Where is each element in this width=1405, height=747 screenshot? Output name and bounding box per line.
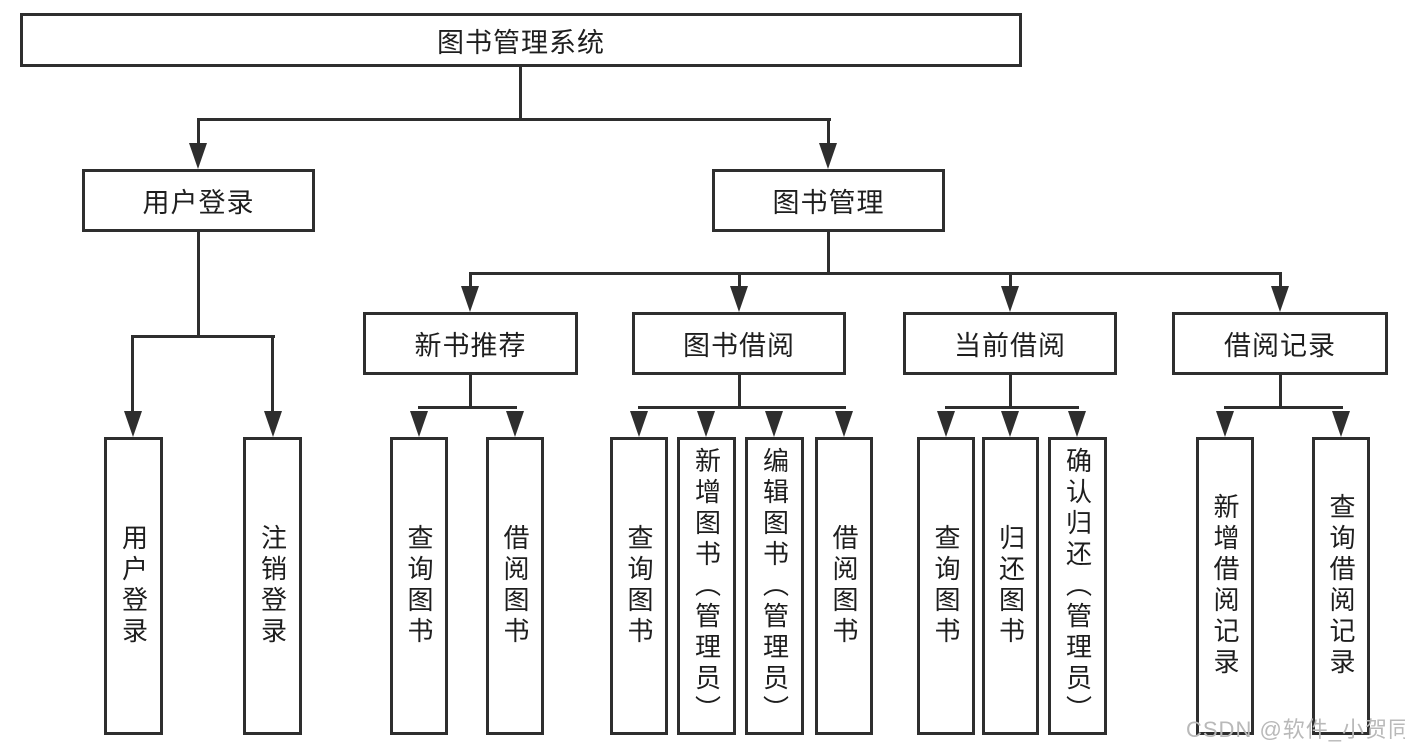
node-user-login: 用户登录 [82,169,315,232]
node-label: 图书管理系统 [437,27,605,58]
arrowhead-down [1271,286,1289,312]
node-edit-books-admin: 编辑图书（管理员） [745,437,804,735]
node-label: 新增图书（管理员） [691,446,722,726]
node-label: 归还图书 [995,524,1026,648]
connector-branch [1224,406,1343,409]
node-query-books-current: 查询图书 [917,437,975,735]
node-book-management: 图书管理 [712,169,945,232]
connector-level2-branch [197,118,831,121]
node-confirm-return-admin: 确认归还（管理员） [1048,437,1107,735]
connector-user-login-branch [132,335,275,338]
node-current-borrowing: 当前借阅 [903,312,1117,375]
node-label: 借阅记录 [1224,331,1336,361]
connector-level3-branch [469,272,1281,275]
connector-stem [197,118,200,145]
node-label: 查询借阅记录 [1326,493,1356,679]
arrowhead-down [1068,411,1086,437]
connector-stem [738,272,741,288]
node-query-borrow-record: 查询借阅记录 [1312,437,1370,735]
arrowhead-down [730,286,748,312]
node-leaf-logout: 注销登录 [243,437,302,735]
connector-stem [271,335,274,413]
node-label: 注销登录 [257,524,288,648]
node-borrowing-records: 借阅记录 [1172,312,1388,375]
node-label: 用户登录 [142,188,255,218]
node-return-books: 归还图书 [982,437,1039,735]
node-add-books-admin: 新增图书（管理员） [677,437,736,735]
arrowhead-down [124,411,142,437]
connector-book-management-stem [827,232,830,273]
node-borrow-books-borrowing: 借阅图书 [815,437,873,735]
arrowhead-down [1001,411,1019,437]
connector-stem [1009,375,1012,407]
connector-stem [131,335,134,413]
connector-stem [1279,375,1282,407]
arrowhead-down [819,143,837,169]
connector-stem [469,272,472,288]
connector-stem [1279,272,1282,288]
node-label: 查询图书 [931,524,961,648]
node-label: 查询图书 [624,524,654,648]
node-label: 用户登录 [118,524,149,648]
connector-branch [945,406,1079,409]
arrowhead-down [264,411,282,437]
connector-user-login-stem [197,232,200,336]
arrowhead-down [630,411,648,437]
node-book-borrowing: 图书借阅 [632,312,846,375]
arrowhead-down [937,411,955,437]
connector-stem [738,375,741,407]
connector-stem [1009,272,1012,288]
arrowhead-down [506,411,524,437]
node-leaf-user-login: 用户登录 [104,437,163,735]
watermark: CSDN @软件_小贺同学 [1186,717,1405,742]
connector-branch [638,406,846,409]
arrowhead-down [461,286,479,312]
node-label: 编辑图书（管理员） [759,446,790,726]
node-query-books-borrowing: 查询图书 [610,437,668,735]
arrowhead-down [1216,411,1234,437]
arrowhead-down [697,411,715,437]
node-borrow-books-recommend: 借阅图书 [486,437,544,735]
connector-branch [418,406,517,409]
arrowhead-down [765,411,783,437]
arrowhead-down [835,411,853,437]
arrowhead-down [189,143,207,169]
node-label: 借阅图书 [829,524,859,648]
arrowhead-down [410,411,428,437]
node-library-management-system: 图书管理系统 [20,13,1022,67]
arrowhead-down [1332,411,1350,437]
node-label: 借阅图书 [500,524,530,648]
node-label: 图书借阅 [683,331,795,361]
node-label: 新书推荐 [414,331,527,361]
node-label: 新增借阅记录 [1210,493,1240,679]
node-label: 当前借阅 [954,331,1066,361]
node-add-borrow-record: 新增借阅记录 [1196,437,1254,735]
node-label: 图书管理 [772,188,885,218]
connector-stem [469,375,472,407]
node-label: 确认归还（管理员） [1062,446,1093,726]
connector-root-stem [519,67,522,119]
connector-stem [827,118,830,145]
node-query-books-recommend: 查询图书 [390,437,448,735]
node-label: 查询图书 [404,524,434,648]
node-new-book-recommend: 新书推荐 [363,312,578,375]
arrowhead-down [1001,286,1019,312]
